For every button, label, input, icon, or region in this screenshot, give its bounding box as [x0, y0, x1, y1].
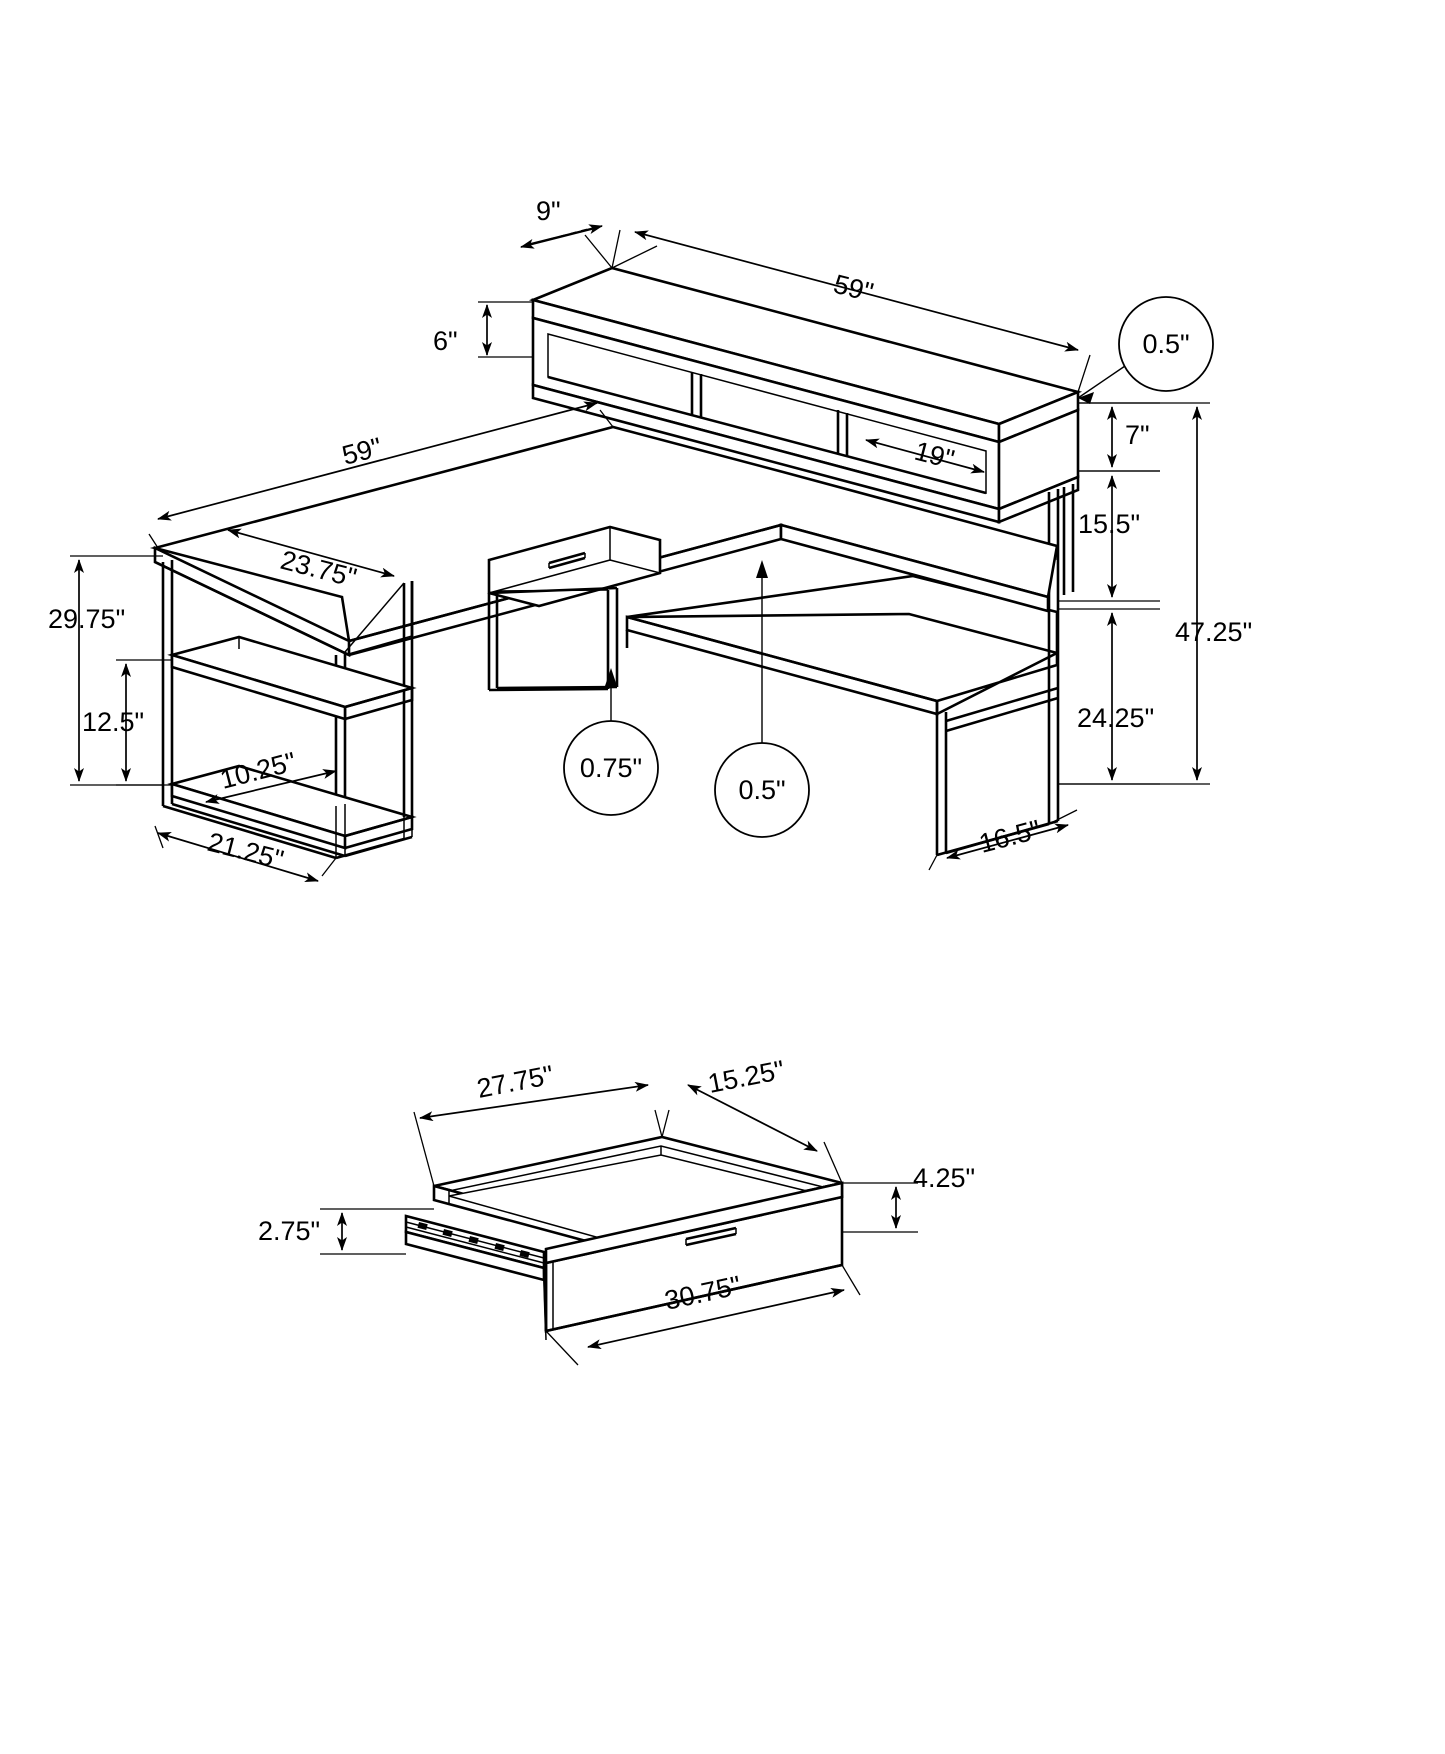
dim-upper-gap-label: 15.5" — [1078, 509, 1140, 539]
dim-desk-top-length: 59" — [148, 401, 614, 549]
dim-lower-leg-label: 24.25" — [1077, 703, 1154, 733]
dim-desk-height-label: 29.75" — [48, 604, 125, 634]
dim-desk-height: 29.75" — [48, 555, 163, 786]
dim-hutch-length-label: 59" — [830, 269, 876, 308]
dim-drawer-inner-length-label: 27.75" — [474, 1060, 555, 1104]
dim-hutch-height-label: 6" — [433, 326, 458, 356]
dim-return-width-label: 16.5" — [976, 814, 1044, 859]
dim-drawer-box-height-label: 2.75" — [258, 1216, 320, 1246]
drawer-detail-assembly — [404, 1135, 844, 1341]
dim-overall-height: 47.25" — [1058, 402, 1252, 785]
callout-desk-thickness-label: 0.75" — [580, 753, 642, 783]
dim-hutch-depth-label: 9" — [536, 196, 561, 226]
dim-shelf-height: 12.5" — [82, 659, 172, 786]
dim-drawer-face-height-label: 4.25" — [913, 1163, 975, 1193]
callout-desk-thickness: 0.75" — [563, 668, 659, 816]
dim-desk-top-length-label: 59" — [339, 432, 385, 471]
dim-lower-leg: 24.25" — [1058, 608, 1160, 785]
dim-drawer-face-height: 4.25" — [842, 1163, 975, 1233]
dim-drawer-inner-width-label: 15.25" — [705, 1055, 786, 1099]
callout-top-thickness: 0.5" — [1077, 296, 1214, 404]
dim-return-width: 16.5" — [928, 809, 1078, 871]
dim-hutch-riser: 7" — [1078, 402, 1160, 472]
desk-center-leg-frame — [487, 586, 619, 692]
dim-drawer-box-height: 2.75" — [258, 1208, 434, 1255]
hutch-support-legs — [1047, 484, 1075, 600]
callout-panel-thickness: 0.5" — [714, 560, 810, 838]
dim-hutch-height: 6" — [433, 301, 533, 358]
balloon-circle-0 — [1118, 296, 1214, 392]
dim-hutch-riser-label: 7" — [1125, 420, 1150, 450]
right-return-desk — [625, 523, 1060, 857]
callout-top-thickness-label: 0.5" — [1142, 329, 1189, 359]
dim-overall-height-label: 47.25" — [1175, 617, 1252, 647]
dim-upper-gap: 15.5" — [1058, 470, 1160, 602]
dim-shelf-height-label: 12.5" — [82, 707, 144, 737]
callout-panel-thickness-label: 0.5" — [738, 775, 785, 805]
